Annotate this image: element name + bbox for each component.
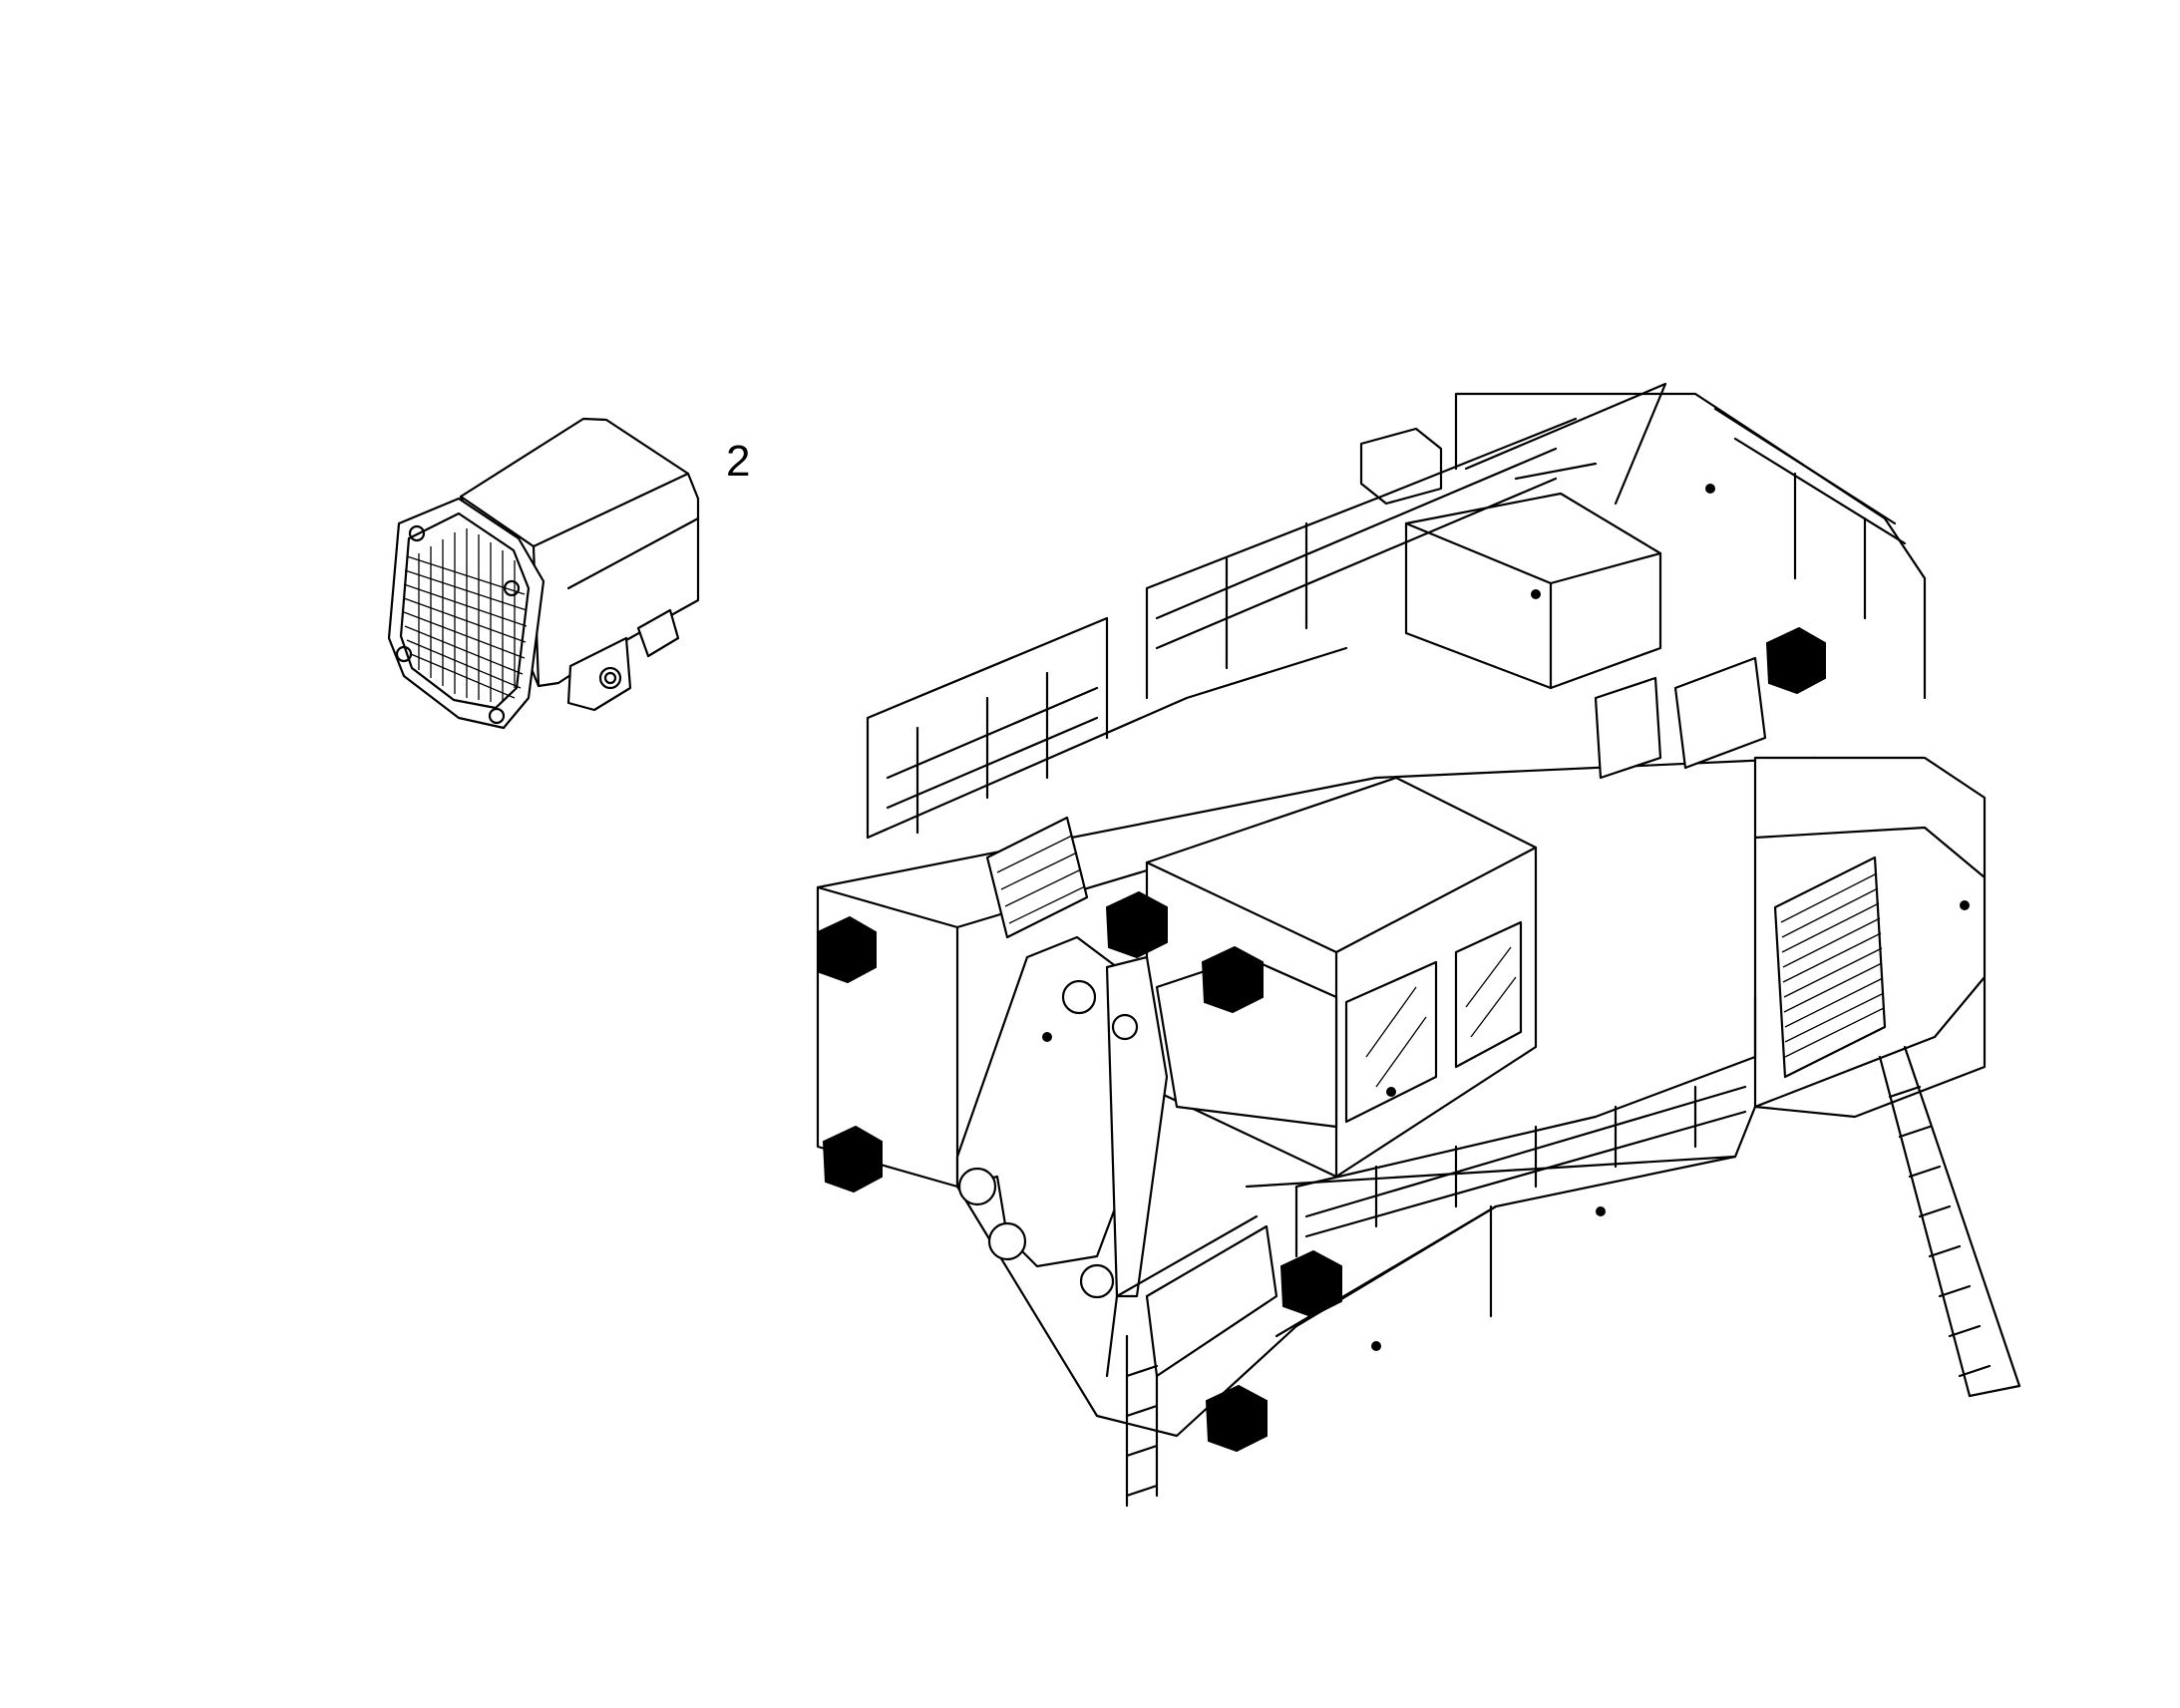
- lamp-marker: [1105, 890, 1168, 959]
- lamp-marker: [816, 915, 877, 984]
- lamp-detail: [387, 417, 700, 730]
- railing-front: [866, 392, 1927, 840]
- lamp-marker: [1765, 626, 1826, 695]
- front-stair: [1105, 1214, 1278, 1508]
- machine-superstructure: [816, 382, 2021, 1508]
- radiator-grille: [1780, 872, 1885, 1058]
- access-ladder: [1878, 1045, 2021, 1398]
- lamp-marker: [1205, 1384, 1268, 1453]
- lamp-marker: [822, 1125, 883, 1194]
- lamp-marker: [1279, 1249, 1342, 1318]
- callout-label: 2: [726, 437, 751, 486]
- lens-grid: [403, 528, 528, 702]
- railing-cab: [1294, 995, 1757, 1258]
- fixing-dots: [1042, 484, 1970, 1351]
- lamp-marker: [1201, 945, 1264, 1014]
- lamp-locations: [816, 626, 1826, 1453]
